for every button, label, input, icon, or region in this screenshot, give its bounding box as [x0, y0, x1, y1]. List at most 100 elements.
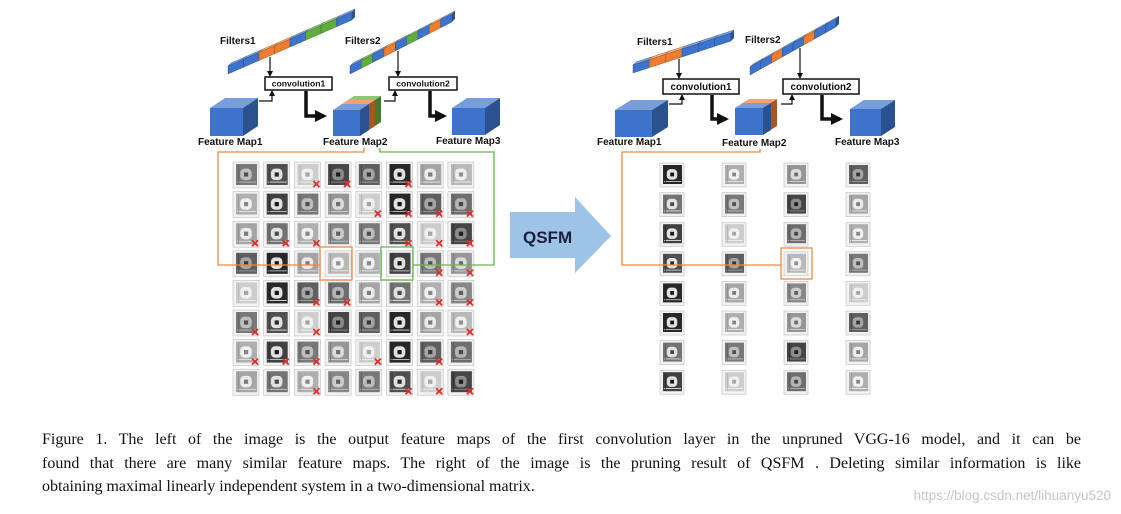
pruned-mark-stroke [312, 328, 321, 336]
feature-map [721, 192, 747, 217]
feature-map-detail [274, 320, 279, 325]
feature-map-detail [243, 320, 249, 325]
feature-map-detail [458, 172, 464, 177]
feature-map-detail [336, 320, 341, 325]
feature-map [447, 280, 475, 307]
feature-map [659, 369, 685, 395]
right-flow-arrows [669, 48, 843, 125]
caption-line-3: obtaining maximal linearly independent s… [42, 478, 535, 495]
feature-map-detail [397, 172, 402, 177]
right-conv2-to-fmap3-arrow [820, 95, 843, 125]
pruned-mark-stroke [435, 357, 443, 366]
pruned-mark [312, 239, 321, 247]
feature-map [447, 368, 475, 396]
feature-map [416, 280, 444, 307]
feature-map [659, 162, 685, 188]
feature-map [324, 339, 352, 366]
feature-map-detail [856, 172, 861, 177]
watermark: https://blog.csdn.net/lihuanyu520 [913, 488, 1111, 503]
left-feature-map3-cube [452, 98, 500, 135]
feature-map-detail [336, 261, 341, 266]
cube-top-face [850, 100, 895, 109]
feature-map-detail [856, 261, 861, 266]
feature-map-detail [366, 320, 371, 325]
left-feature-map3-label: Feature Map3 [436, 136, 501, 147]
cube-front-face [615, 110, 652, 137]
pruned-mark [312, 357, 321, 366]
feature-map [232, 280, 260, 307]
feature-map-detail [397, 290, 402, 295]
pruned-mark [374, 357, 382, 366]
feature-map [783, 162, 809, 188]
feature-map-detail [670, 379, 675, 384]
feature-map-detail [397, 202, 402, 207]
left-conv2-to-fmap3-arrow [428, 91, 447, 122]
feature-map [232, 368, 260, 396]
feature-map [232, 250, 260, 278]
feature-map-detail [670, 261, 675, 266]
feature-map-detail [243, 231, 249, 236]
feature-map [263, 220, 291, 248]
feature-map-detail [670, 172, 675, 177]
left-feature-map1-cube [210, 98, 258, 136]
feature-map-detail [336, 231, 341, 236]
left-feature-map-grid [232, 161, 475, 396]
feature-map [659, 281, 685, 306]
right-filters2-label: Filters2 [745, 35, 781, 46]
feature-map-detail [305, 172, 310, 177]
pruned-mark [435, 357, 443, 366]
pruned-mark-stroke [282, 239, 290, 247]
feature-map-detail [274, 231, 279, 236]
feature-map-detail [428, 261, 433, 266]
feature-map-detail [366, 231, 371, 236]
cube-side-face [881, 100, 895, 136]
pruned-mark [466, 298, 474, 307]
caption-line-1: Figure 1. The left of the image is the o… [42, 431, 1081, 448]
feature-map [783, 192, 809, 217]
feature-map-detail [366, 379, 371, 384]
feature-map-detail [794, 291, 799, 295]
cube-side-face [243, 98, 258, 136]
feature-map [355, 220, 383, 248]
feature-map-detail [458, 202, 464, 207]
feature-map-detail [366, 290, 371, 295]
feature-map-detail [274, 172, 279, 177]
feature-map [447, 250, 475, 278]
pruned-mark-stroke [435, 239, 443, 247]
feature-map [294, 368, 321, 396]
feature-map [386, 191, 413, 218]
right-feature-map2-cube [735, 99, 777, 135]
feature-map-detail [305, 202, 310, 207]
feature-map-detail [336, 172, 341, 177]
pruned-mark-stroke [404, 209, 413, 218]
feature-map-detail [458, 290, 464, 295]
pruned-mark [466, 239, 474, 247]
feature-map-detail [732, 291, 737, 295]
left-convolution2-box [388, 76, 458, 91]
feature-map [447, 309, 475, 337]
feature-map-detail [670, 202, 675, 206]
feature-map [845, 192, 871, 217]
feature-map-detail [366, 172, 371, 177]
feature-map [324, 250, 352, 278]
feature-map [294, 339, 321, 366]
pruned-mark-stroke [466, 239, 474, 247]
feature-map-detail [336, 379, 341, 384]
right-feature-map3-cube [850, 100, 895, 136]
feature-map [416, 368, 444, 396]
right-feature-map2-cube-layer-blue [735, 103, 771, 135]
filter-chain-end-cap [731, 30, 734, 41]
feature-map [416, 250, 444, 278]
feature-map-detail [243, 379, 249, 384]
right-fmap1-to-conv1-arrow [669, 94, 685, 105]
feature-map [845, 340, 871, 365]
figure-diagram: convolution1 convolution2 convolution1 c… [198, 8, 900, 396]
feature-map-detail [397, 350, 402, 355]
feature-map [386, 250, 413, 278]
pruned-mark [404, 209, 413, 218]
qsfm-arrow-label: QSFM [523, 228, 572, 247]
feature-map-detail [856, 350, 861, 354]
feature-map [263, 191, 291, 218]
right-convolution1-label: convolution1 [671, 82, 733, 93]
feature-map-detail [274, 290, 279, 295]
